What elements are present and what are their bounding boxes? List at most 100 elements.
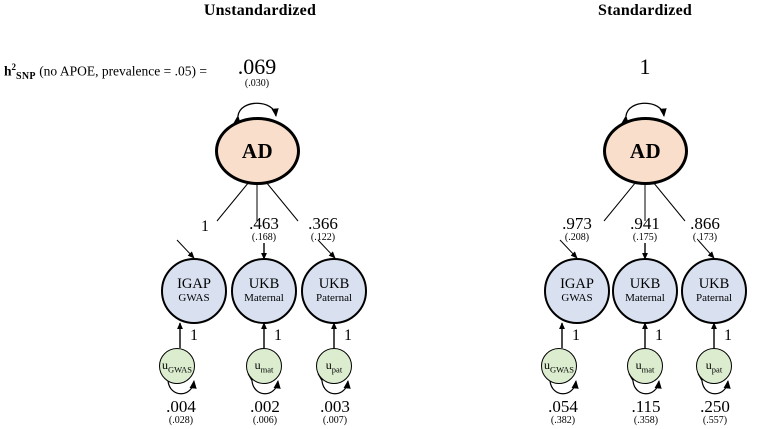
residual-node-ugwas-left[interactable]: uGWAS	[159, 348, 195, 384]
residual-variance-value: .115	[631, 397, 661, 416]
heritability-subscript: SNP	[16, 71, 36, 83]
loading-se: (.208)	[564, 232, 590, 243]
residual-path-label-right-0: 1	[566, 328, 586, 344]
latent-node-ad-right[interactable]: AD	[603, 117, 688, 185]
residual-base: u	[254, 357, 261, 372]
residual-path-label-right-1: 1	[649, 328, 669, 344]
heritability-description: (no APOE, prevalence = .05) =	[35, 63, 207, 79]
indicator-node-ukb-paternal-left[interactable]: UKB Paternal	[301, 258, 367, 324]
residual-variance-se: (.382)	[550, 415, 576, 426]
residual-node-label: upat	[326, 358, 342, 374]
panel-title-unstandardized: Unstandardized	[203, 2, 317, 19]
loading-value: 1	[201, 218, 209, 235]
latent-node-label: AD	[241, 138, 274, 163]
residual-path-label-right-2: 1	[718, 328, 738, 344]
residual-path-label-left-2: 1	[338, 328, 358, 344]
loading-estimate-right-1: .941 (.175)	[619, 215, 671, 243]
loading-se: (.173)	[692, 232, 718, 243]
residual-subscript: pat	[711, 364, 723, 375]
indicator-label-line2: Maternal	[244, 292, 284, 305]
latent-variance-value: 1	[639, 54, 651, 79]
latent-variance-estimate-left: .069 (.030)	[222, 56, 292, 89]
residual-node-upat-left[interactable]: upat	[316, 348, 352, 384]
residual-path-value: 1	[190, 327, 198, 344]
residual-path-label-left-1: 1	[268, 328, 288, 344]
loading-value: .463	[249, 214, 279, 233]
residual-variance-value: .004	[166, 397, 196, 416]
residual-node-label: uGWAS	[162, 358, 192, 374]
residual-base: u	[543, 357, 550, 372]
indicator-label-line2: GWAS	[178, 292, 210, 305]
residual-node-label: umat	[255, 358, 274, 374]
residual-variance-se: (.006)	[252, 415, 278, 426]
indicator-label-line2: Paternal	[315, 292, 353, 305]
residual-variance-left-0: .004 (.028)	[155, 398, 207, 426]
latent-node-ad-left[interactable]: AD	[215, 117, 300, 185]
residual-node-label: uGWAS	[544, 358, 574, 374]
latent-node-label: AD	[629, 138, 662, 163]
loading-estimate-right-0: .973 (.208)	[551, 215, 603, 243]
latent-variance-estimate-right: 1	[615, 56, 675, 79]
heritability-symbol: h	[4, 63, 12, 79]
indicator-node-ukb-maternal-right[interactable]: UKB Maternal	[612, 258, 678, 324]
residual-node-umat-left[interactable]: umat	[246, 348, 282, 384]
loading-value: .941	[630, 214, 660, 233]
indicator-node-ukb-maternal-left[interactable]: UKB Maternal	[231, 258, 297, 324]
residual-variance-value: .054	[548, 397, 578, 416]
indicator-label-line1: IGAP	[560, 276, 594, 293]
panel-title-standardized: Standardized	[598, 2, 692, 19]
residual-path-value: 1	[274, 327, 282, 344]
residual-base: u	[325, 357, 332, 372]
heritability-superscript: 2	[11, 62, 17, 72]
residual-path-value: 1	[724, 327, 732, 344]
residual-node-ugwas-right[interactable]: uGWAS	[541, 348, 577, 384]
residual-path-value: 1	[655, 327, 663, 344]
indicator-node-igap-gwas-left[interactable]: IGAP GWAS	[161, 258, 227, 324]
residual-node-umat-right[interactable]: umat	[627, 348, 663, 384]
latent-variance-loop-right	[621, 102, 667, 124]
residual-variance-right-2: .250 (.557)	[689, 398, 741, 426]
indicator-node-igap-gwas-right[interactable]: IGAP GWAS	[544, 258, 610, 324]
residual-subscript: GWAS	[167, 364, 193, 375]
residual-variance-se: (.028)	[168, 415, 194, 426]
indicator-label-line1: UKB	[248, 276, 280, 293]
indicator-node-ukb-paternal-right[interactable]: UKB Paternal	[681, 258, 747, 324]
residual-variance-se: (.358)	[633, 415, 659, 426]
residual-path-value: 1	[572, 327, 580, 344]
latent-variance-loop-left	[233, 102, 279, 124]
residual-variance-right-0: .054 (.382)	[537, 398, 589, 426]
residual-subscript: pat	[331, 364, 343, 375]
residual-variance-left-2: .003 (.007)	[309, 398, 361, 426]
residual-variance-left-1: .002 (.006)	[239, 398, 291, 426]
loading-value: .366	[308, 214, 338, 233]
residual-path-value: 1	[344, 327, 352, 344]
residual-path-label-left-0: 1	[184, 328, 204, 344]
loading-se: (.168)	[251, 232, 277, 243]
residual-variance-right-1: .115 (.358)	[620, 398, 672, 426]
residual-variance-value: .003	[320, 397, 350, 416]
indicator-label-line1: UKB	[318, 276, 350, 293]
residual-variance-value: .002	[250, 397, 280, 416]
residual-node-upat-right[interactable]: upat	[696, 348, 732, 384]
loading-se: (.175)	[632, 232, 658, 243]
residual-base: u	[161, 357, 168, 372]
loading-se: (.122)	[310, 232, 336, 243]
latent-variance-se: (.030)	[244, 78, 270, 89]
residual-variance-se: (.557)	[702, 415, 728, 426]
loading-estimate-right-2: .866 (.173)	[679, 215, 731, 243]
indicator-label-line1: UKB	[698, 276, 730, 293]
indicator-label-line1: UKB	[629, 276, 661, 293]
residual-node-label: umat	[636, 358, 655, 374]
heritability-label: h2SNP (no APOE, prevalence = .05) =	[4, 62, 207, 82]
indicator-label-line1: IGAP	[177, 276, 211, 293]
latent-variance-value: .069	[237, 54, 277, 79]
residual-variance-se: (.007)	[322, 415, 348, 426]
indicator-label-line2: Paternal	[695, 292, 733, 305]
indicator-label-line2: Maternal	[625, 292, 665, 305]
residual-subscript: GWAS	[549, 364, 575, 375]
residual-base: u	[705, 357, 712, 372]
loading-estimate-left-0: 1	[185, 219, 225, 236]
residual-subscript: mat	[641, 364, 655, 375]
residual-node-label: upat	[706, 358, 722, 374]
